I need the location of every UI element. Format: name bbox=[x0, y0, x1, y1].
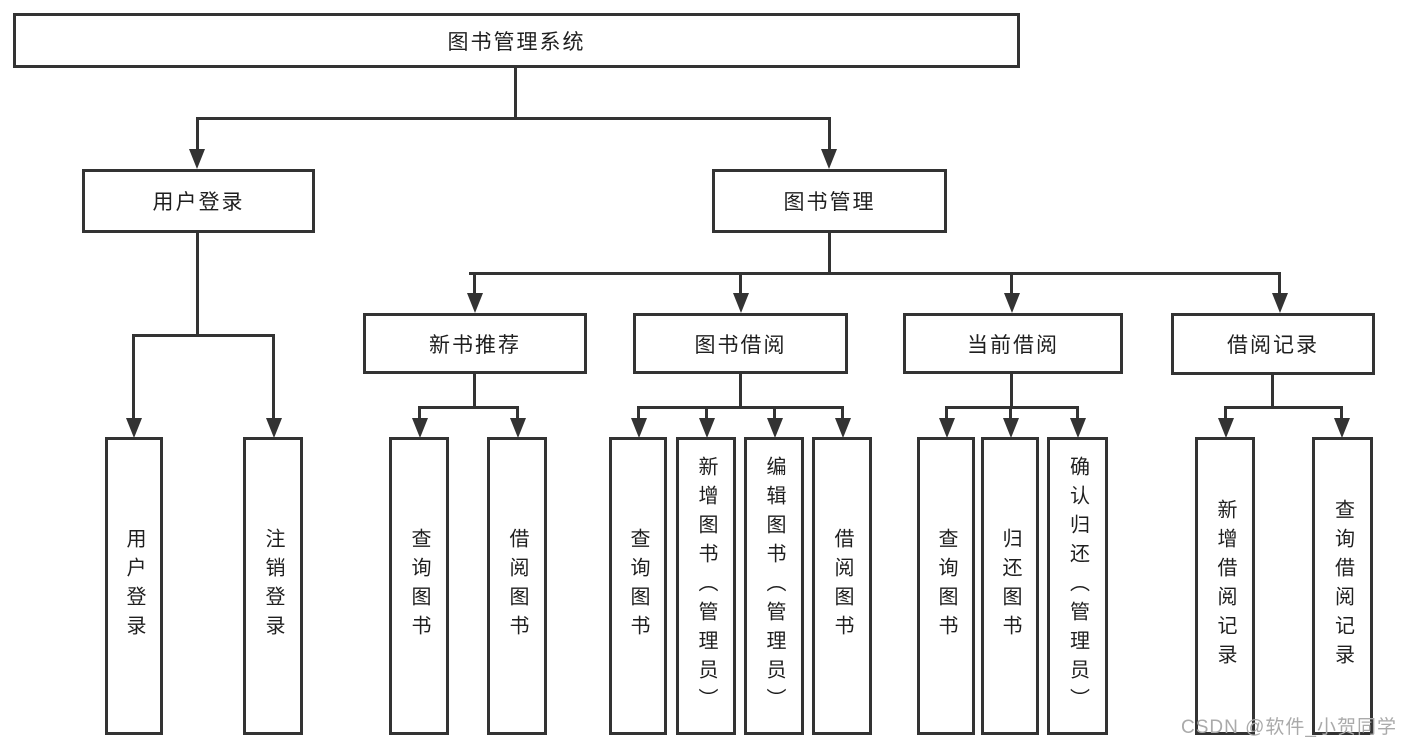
connector-record-stub bbox=[1271, 375, 1274, 408]
arrowhead-record bbox=[1272, 293, 1288, 313]
leaf-borrow-query-books-label: 查询图书 bbox=[627, 528, 649, 644]
connector-login-leaf2-drop bbox=[272, 334, 275, 422]
leaf-query-borrow-record: 查询借阅记录 bbox=[1312, 437, 1373, 735]
leaf-current-query-books: 查询图书 bbox=[917, 437, 975, 735]
leaf-edit-book-admin-label: 编辑图书（管理员） bbox=[763, 455, 785, 717]
leaf-recommend-query-books-label: 查询图书 bbox=[408, 528, 430, 644]
leaf-logout-label: 注销登录 bbox=[262, 528, 284, 644]
leaf-recommend-query-books: 查询图书 bbox=[389, 437, 449, 735]
node-root: 图书管理系统 bbox=[13, 13, 1020, 68]
connector-current-leaf2-drop bbox=[1009, 406, 1012, 421]
connector-book-mgmt-drop bbox=[828, 117, 831, 153]
arrowhead-recommend-leaf1 bbox=[412, 418, 428, 438]
connector-mgmt-stub bbox=[828, 233, 831, 275]
connector-borrow-leaf4-drop bbox=[841, 406, 844, 421]
watermark: CSDN @软件_小贺同学 bbox=[1181, 717, 1397, 738]
node-user-login-label: 用户登录 bbox=[152, 191, 245, 214]
arrowhead-login-leaf1 bbox=[126, 418, 142, 438]
node-borrow-records-label: 借阅记录 bbox=[1227, 334, 1319, 357]
leaf-borrow-books: 借阅图书 bbox=[812, 437, 872, 735]
arrowhead-borrow-leaf1 bbox=[631, 418, 647, 438]
arrowhead-current-leaf2 bbox=[1003, 418, 1019, 438]
arrowhead-login-leaf2 bbox=[266, 418, 282, 438]
connector-current-leaf1-drop bbox=[945, 406, 948, 421]
connector-record-drop bbox=[1278, 272, 1281, 297]
connector-borrow-drop bbox=[739, 272, 742, 297]
leaf-add-book-admin-label: 新增图书（管理员） bbox=[695, 455, 717, 717]
connector-borrow-leaf1-drop bbox=[637, 406, 640, 421]
arrowhead-current-leaf3 bbox=[1070, 418, 1086, 438]
leaf-recommend-borrow-books: 借阅图书 bbox=[487, 437, 547, 735]
leaf-borrow-books-label: 借阅图书 bbox=[831, 528, 853, 644]
connector-current-leaf3-drop bbox=[1076, 406, 1079, 421]
connector-current-drop bbox=[1010, 272, 1013, 297]
connector-login-stub bbox=[196, 233, 199, 337]
arrowhead-current-leaf1 bbox=[939, 418, 955, 438]
leaf-logout: 注销登录 bbox=[243, 437, 303, 735]
connector-login-leaf1-drop bbox=[132, 334, 135, 422]
leaf-recommend-borrow-books-label: 借阅图书 bbox=[506, 528, 528, 644]
connector-recommend-split bbox=[418, 406, 519, 409]
connector-recommend-leaf1-drop bbox=[418, 406, 421, 421]
leaf-add-book-admin: 新增图书（管理员） bbox=[676, 437, 736, 735]
connector-login-split bbox=[132, 334, 275, 337]
arrowhead-borrow-leaf3 bbox=[767, 418, 783, 438]
leaf-current-query-books-label: 查询图书 bbox=[935, 528, 957, 644]
arrowhead-book-mgmt bbox=[821, 149, 837, 169]
leaf-borrow-query-books: 查询图书 bbox=[609, 437, 667, 735]
arrowhead-borrow-leaf4 bbox=[835, 418, 851, 438]
connector-record-leaf1-drop bbox=[1224, 406, 1227, 421]
node-root-label: 图书管理系统 bbox=[447, 30, 586, 54]
node-book-borrow: 图书借阅 bbox=[633, 313, 848, 374]
connector-borrow-split bbox=[637, 406, 844, 409]
node-current-borrow-label: 当前借阅 bbox=[967, 333, 1059, 357]
arrowhead-recommend-leaf2 bbox=[510, 418, 526, 438]
connector-recommend-drop bbox=[473, 272, 476, 297]
node-book-management: 图书管理 bbox=[712, 169, 947, 233]
leaf-user-login-label: 用户登录 bbox=[123, 528, 145, 644]
node-user-login: 用户登录 bbox=[82, 169, 315, 233]
connector-root-stub bbox=[514, 68, 517, 119]
connector-user-login-drop bbox=[196, 117, 199, 153]
leaf-confirm-return-admin: 确认归还（管理员） bbox=[1047, 437, 1108, 735]
arrowhead-current bbox=[1004, 293, 1020, 313]
connector-record-split bbox=[1224, 406, 1343, 409]
arrowhead-user-login bbox=[189, 149, 205, 169]
leaf-edit-book-admin: 编辑图书（管理员） bbox=[744, 437, 804, 735]
connector-level3-split bbox=[469, 272, 1281, 275]
connector-borrow-leaf3-drop bbox=[773, 406, 776, 421]
leaf-query-borrow-record-label: 查询借阅记录 bbox=[1331, 499, 1354, 673]
connector-recommend-stub bbox=[473, 374, 476, 408]
arrowhead-recommend bbox=[467, 293, 483, 313]
arrowhead-record-leaf2 bbox=[1334, 418, 1350, 438]
leaf-return-book-label: 归还图书 bbox=[999, 528, 1021, 644]
node-book-borrow-label: 图书借阅 bbox=[694, 333, 787, 357]
node-book-management-label: 图书管理 bbox=[783, 191, 876, 214]
leaf-add-borrow-record: 新增借阅记录 bbox=[1195, 437, 1255, 735]
connector-recommend-leaf2-drop bbox=[516, 406, 519, 421]
node-borrow-records: 借阅记录 bbox=[1171, 313, 1375, 375]
connector-level2-split bbox=[196, 117, 831, 120]
connector-borrow-stub bbox=[739, 374, 742, 408]
arrowhead-borrow-leaf2 bbox=[699, 418, 715, 438]
leaf-confirm-return-admin-label: 确认归还（管理员） bbox=[1066, 455, 1089, 717]
node-new-book-recommend: 新书推荐 bbox=[363, 313, 587, 374]
connector-record-leaf2-drop bbox=[1340, 406, 1343, 421]
leaf-add-borrow-record-label: 新增借阅记录 bbox=[1214, 499, 1236, 673]
arrowhead-borrow bbox=[733, 293, 749, 313]
node-new-book-recommend-label: 新书推荐 bbox=[429, 333, 521, 357]
connector-borrow-leaf2-drop bbox=[705, 406, 708, 421]
leaf-user-login: 用户登录 bbox=[105, 437, 163, 735]
node-current-borrow: 当前借阅 bbox=[903, 313, 1123, 374]
leaf-return-book: 归还图书 bbox=[981, 437, 1039, 735]
arrowhead-record-leaf1 bbox=[1218, 418, 1234, 438]
connector-current-stub bbox=[1010, 374, 1013, 408]
